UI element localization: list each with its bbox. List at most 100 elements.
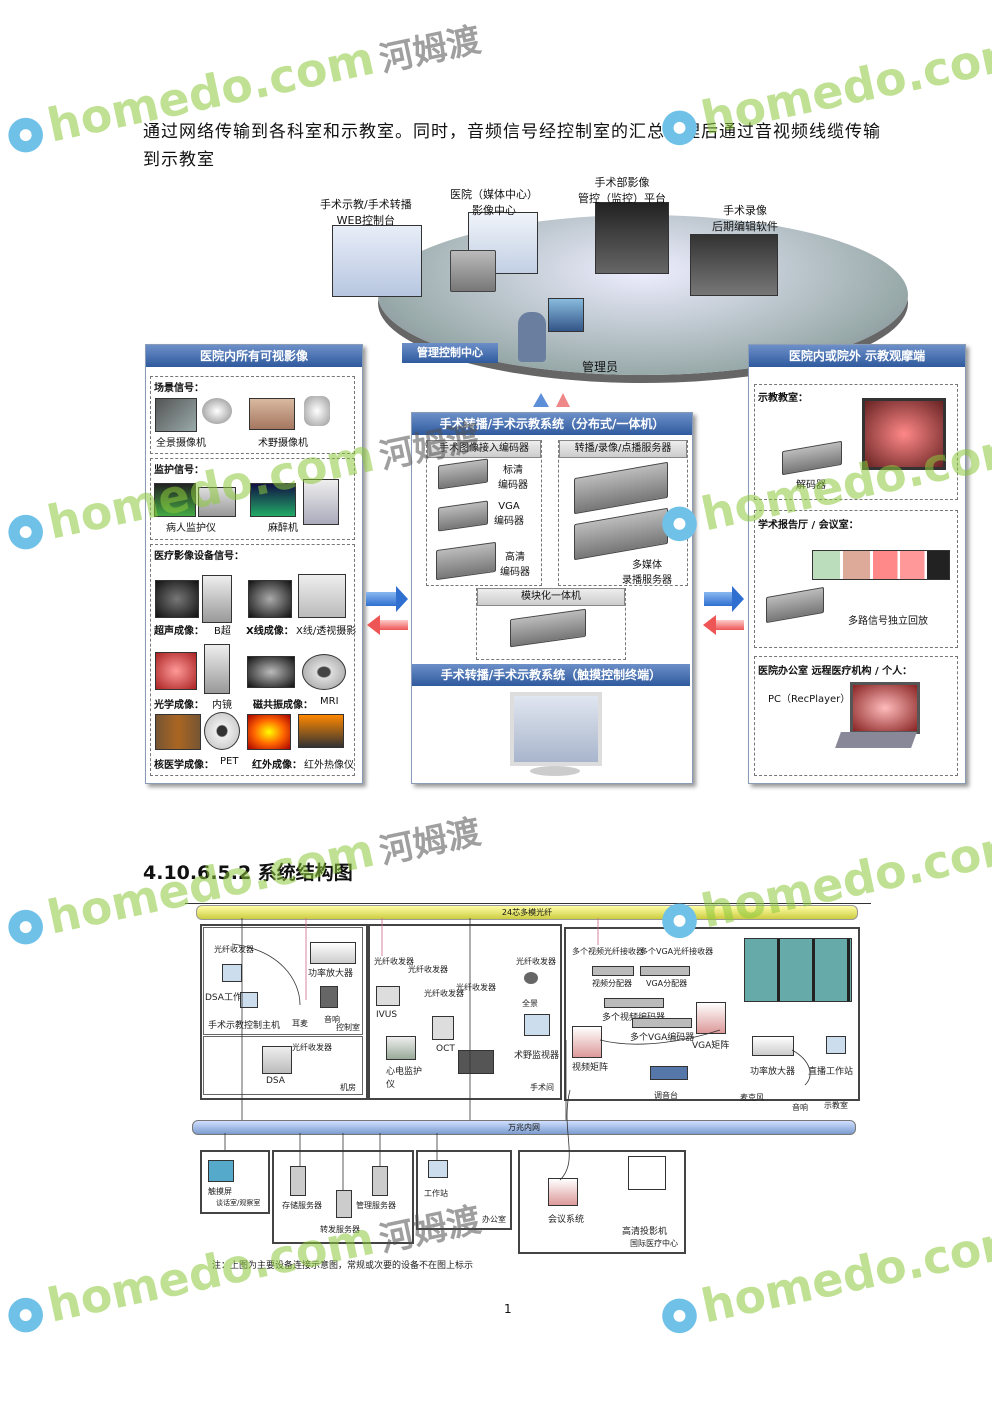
flower-icon xyxy=(1,507,50,556)
arrow-center-to-right-head xyxy=(732,586,744,612)
encoder-0: 标清 编码器 xyxy=(498,465,528,491)
control-platform-screenshot xyxy=(595,202,669,274)
r3-1: 多个VGA光纤接收器 xyxy=(640,947,714,956)
center-panel-title: 手术转播/手术示教系统（分布式/一体机） xyxy=(412,413,692,435)
infrared-image xyxy=(247,714,291,750)
link-room3-intl xyxy=(559,1089,571,1181)
admin-figure xyxy=(518,312,546,362)
intl-frame xyxy=(518,1150,686,1254)
scene-title: 场景信号： xyxy=(154,383,204,394)
flower-icon xyxy=(655,1291,704,1340)
admin-monitor xyxy=(548,298,584,332)
conference-icon xyxy=(548,1178,578,1206)
control-center-tag: 管理控制中心 xyxy=(402,343,498,363)
scene-item-1: 术野摄像机 xyxy=(258,438,308,449)
vga-encoder-icon xyxy=(632,1018,692,1028)
imaging-r0c0-n: B超 xyxy=(214,626,231,637)
r3-12: 直播工作站 xyxy=(808,1067,854,1077)
r3-7: VGA矩阵 xyxy=(692,1041,730,1051)
or1-top xyxy=(203,927,363,1035)
ptz-camera-icon xyxy=(304,396,330,426)
dsa-icon xyxy=(262,1046,292,1074)
b-9: 国际医疗中心 xyxy=(630,1239,678,1248)
b-5: 工作站 xyxy=(424,1189,448,1198)
imaging-title: 医疗影像设备信号： xyxy=(154,551,244,562)
imaging-r1c1-n: MRI xyxy=(320,696,339,707)
b-7: 会议系统 xyxy=(548,1215,585,1225)
r3-5: 多个VGA编码器 xyxy=(630,1033,695,1043)
r3-8: 调音台 xyxy=(654,1091,678,1100)
imaging-r2c0-n: PET xyxy=(220,756,239,767)
or2-frame xyxy=(368,924,562,1100)
or2-ecg: 心电监护仪 xyxy=(386,1067,423,1090)
video-encoder-icon xyxy=(604,998,664,1008)
admin-label: 管理员 xyxy=(582,360,619,374)
b-8: 高清投影机 xyxy=(622,1227,668,1237)
patient-monitor-image xyxy=(154,483,196,517)
or2-fiber-1: 光纤收发器 xyxy=(408,965,448,974)
server-title: 转播/录像/点播服务器 xyxy=(559,440,687,458)
arrow-center-to-left xyxy=(380,620,408,630)
hall-title: 学术报告厅 / 会议室： xyxy=(758,520,859,531)
structure-note: 注：上图为主要设备连接示意图，常规或次要的设备不在图上标示 xyxy=(212,1261,474,1271)
control-room-frame xyxy=(564,927,860,1101)
right-panel-title: 医院内或院外 示教观摩端 xyxy=(749,345,965,367)
section-heading: 4.10.6.5.2 系统结构图 xyxy=(143,862,353,884)
or2-fiber-4: 光纤收发器 xyxy=(516,957,556,966)
projector-screen-icon xyxy=(628,1156,666,1190)
or2-room: 手术间 xyxy=(530,1083,554,1092)
mri-machine xyxy=(302,654,346,690)
classroom-item: 解码器 xyxy=(796,480,826,491)
classroom-box xyxy=(754,384,958,500)
vga-matrix-icon xyxy=(696,1002,726,1034)
imaging-r1c0-n: 内镜 xyxy=(212,700,232,711)
imaging-r2c1-b: 红外成像： xyxy=(252,760,302,771)
speaker-icon xyxy=(320,986,338,1008)
control-platform-label: 手术部影像 管控（监控）平台 xyxy=(578,176,666,205)
module-title: 模块化一体机 xyxy=(477,588,625,606)
imaging-box xyxy=(150,544,355,776)
touch-title: 手术转播/手术示教系统（触摸控制终端） xyxy=(412,664,690,686)
scene-item-0: 全景摄像机 xyxy=(156,438,206,449)
r3-6: 视频矩阵 xyxy=(572,1063,609,1073)
touch-monitor-stand xyxy=(530,766,580,776)
field-cam-icon xyxy=(458,1050,494,1074)
server-icon xyxy=(450,250,496,292)
or2-fiber-2: 光纤收发器 xyxy=(424,989,464,998)
arrow-center-to-right xyxy=(704,592,732,606)
workstation-icon xyxy=(428,1160,448,1178)
talk-room-frame xyxy=(200,1150,270,1214)
or1-frame xyxy=(200,924,368,1100)
encoder-2: 高清 编码器 xyxy=(500,552,530,578)
up-arrows xyxy=(533,393,549,407)
or1-speaker: 音响 xyxy=(324,1015,340,1024)
office-frame xyxy=(416,1150,512,1230)
endoscope-tower xyxy=(204,644,230,694)
pet-image xyxy=(155,714,201,750)
or1b-room: 机房 xyxy=(340,1083,356,1092)
ivus-icon xyxy=(376,986,400,1006)
amp-icon xyxy=(310,942,356,964)
b-0: 触摸屏 xyxy=(208,1187,232,1196)
imaging-r0c1-b: X线成像： xyxy=(246,626,294,637)
b-1: 谈话室/观察室 xyxy=(216,1199,261,1207)
r3-11: 音响 xyxy=(792,1103,808,1112)
vga-splitter-icon xyxy=(640,966,690,976)
anesthesia-screen-image xyxy=(250,483,296,517)
r3-3: VGA分配器 xyxy=(646,979,688,988)
xray-image xyxy=(248,580,292,618)
classroom-monitor xyxy=(862,398,946,470)
monitor-item-0: 病人监护仪 xyxy=(166,523,216,534)
dsa-workstation-icon xyxy=(222,964,242,982)
fiber-bus-edge xyxy=(185,903,871,904)
or2-pano: 全景 xyxy=(522,999,538,1008)
flower-icon xyxy=(1,902,50,951)
arrow-center-to-left-head xyxy=(367,615,380,635)
office-title: 医院办公室 远程医疗机构 / 个人： xyxy=(758,666,913,677)
ultrasound-image xyxy=(155,580,199,618)
link-matrix-encoder xyxy=(599,1029,721,1045)
office-box xyxy=(754,656,958,776)
arrow-left-to-center-head xyxy=(396,586,408,612)
flower-icon xyxy=(655,499,704,548)
